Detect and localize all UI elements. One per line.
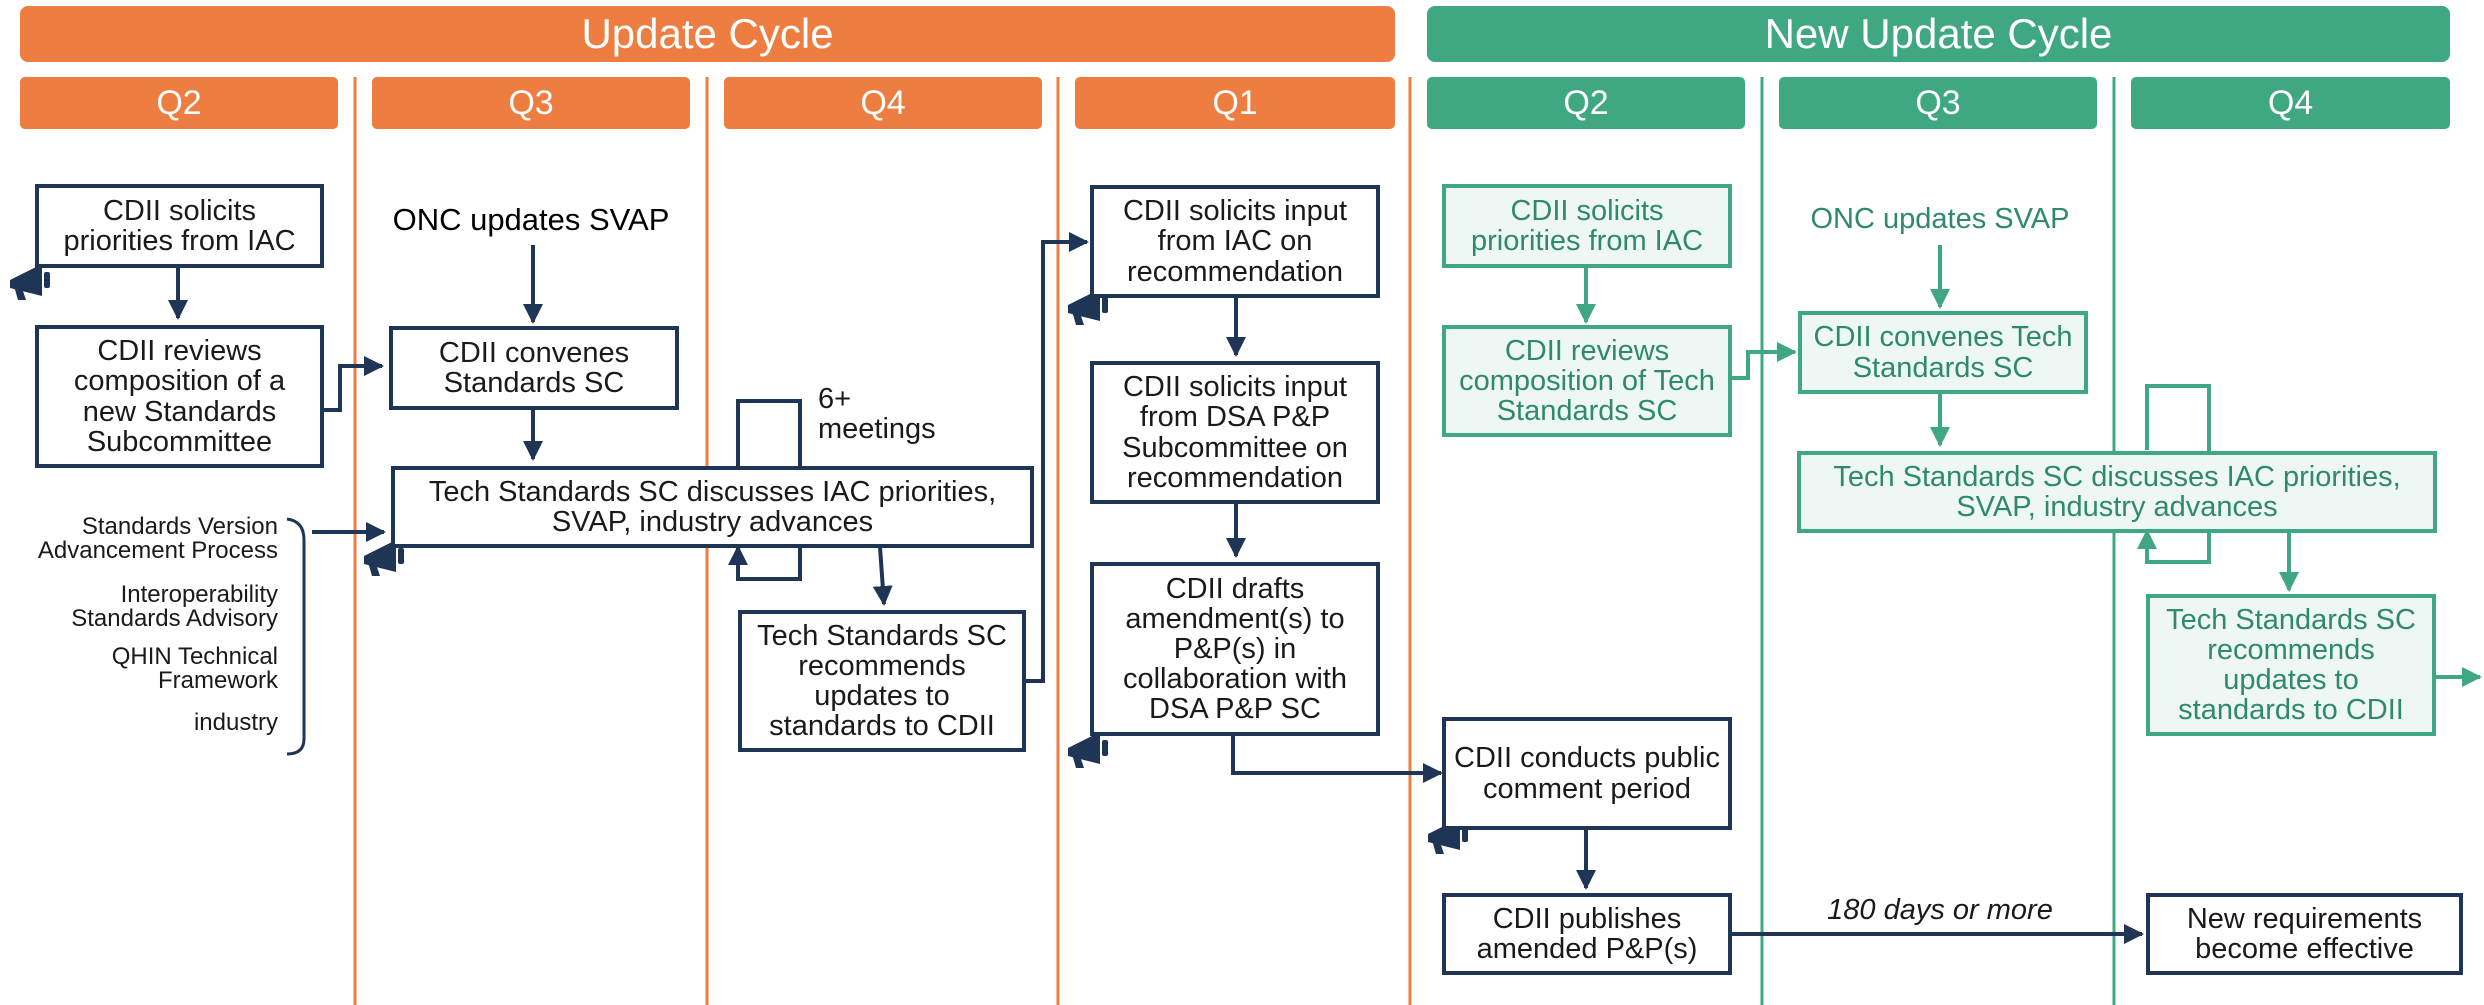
new-tech-standards-recommends-box: Tech Standards SC recommends updates to … (2146, 594, 2436, 736)
quarter-header-q4: Q4 (724, 77, 1042, 129)
source-isa: Interoperability Standards Advisory (71, 581, 278, 632)
cdii-solicits-input-iac-box: CDII solicits input from IAC on recommen… (1090, 185, 1380, 298)
new-cdii-solicits-priorities-box: CDII solicits priorities from IAC (1442, 184, 1732, 268)
days-label: 180 days or more (1827, 894, 2053, 926)
arrow-recommend-to-solicit-iac (1024, 232, 1089, 683)
cdii-convenes-box: CDII convenes Standards SC (389, 326, 679, 410)
sources-bracket (286, 517, 306, 756)
new-onc-updates-svap-label: ONC updates SVAP (1810, 203, 2070, 235)
new-requirements-effective-box: New requirements become effective (2146, 893, 2463, 975)
quarter-header-q2: Q2 (20, 77, 338, 129)
cdii-solicits-priorities-box: CDII solicits priorities from IAC (35, 184, 324, 268)
new-cdii-convenes-box: CDII convenes Tech Standards SC (1798, 311, 2088, 394)
tech-standards-discusses-box: Tech Standards SC discusses IAC prioriti… (391, 466, 1034, 548)
update-cycle-banner: Update Cycle (20, 6, 1395, 62)
cdii-drafts-amendments-box: CDII drafts amendment(s) to P&P(s) in co… (1090, 562, 1380, 736)
source-qhin: QHIN Technical Framework (111, 643, 278, 694)
megaphone-icon (1068, 732, 1108, 768)
tech-standards-recommends-box: Tech Standards SC recommends updates to … (738, 610, 1026, 752)
onc-updates-svap-label: ONC updates SVAP (392, 202, 670, 237)
cdii-solicits-input-dsa-box: CDII solicits input from DSA P&P Subcomm… (1090, 361, 1380, 504)
cdii-public-comment-box: CDII conducts public comment period (1442, 717, 1732, 830)
arrow-review-to-convene (323, 356, 384, 412)
source-industry: industry (193, 709, 278, 736)
new-cdii-reviews-composition-box: CDII reviews composition of Tech Standar… (1442, 325, 1732, 437)
meetings-label: 6+ meetings (818, 383, 936, 446)
cdii-publishes-box: CDII publishes amended P&P(s) (1442, 893, 1732, 975)
quarter-header-new-q3: Q3 (1779, 77, 2097, 129)
new-tech-standards-discusses-box: Tech Standards SC discusses IAC prioriti… (1797, 451, 2437, 533)
megaphone-icon (364, 540, 404, 576)
arrow-drafts-to-public-comment (1231, 735, 1443, 783)
megaphone-icon (10, 264, 50, 300)
quarter-header-new-q4: Q4 (2131, 77, 2450, 129)
arrow-discuss-to-recommend (872, 546, 893, 606)
new-update-cycle-banner: New Update Cycle (1427, 6, 2450, 62)
source-svap: Standards Version Advancement Process (37, 513, 278, 564)
quarter-header-new-q2: Q2 (1427, 77, 1745, 129)
arrow-new-review-to-convene (1730, 342, 1797, 380)
cdii-reviews-composition-box: CDII reviews composition of a new Standa… (35, 325, 324, 468)
quarter-header-q3: Q3 (372, 77, 690, 129)
quarter-header-q1: Q1 (1075, 77, 1395, 129)
